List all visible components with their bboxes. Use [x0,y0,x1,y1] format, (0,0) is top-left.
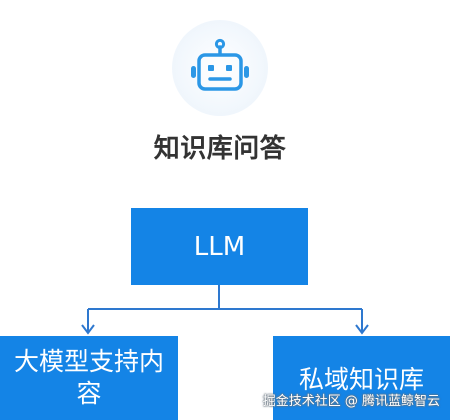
node-private-knowledge-base: 私域知识库 [273,336,450,420]
node-private-knowledge-base-label: 私域知识库 [298,365,424,394]
robot-icon-halo [172,20,268,116]
robot-icon [191,38,249,91]
node-model-content-label: 大模型支持内容 [13,347,164,408]
node-model-content: 大模型支持内容 [0,336,178,420]
node-llm: LLM [131,208,308,285]
arrowhead-left [81,324,95,335]
node-llm-label: LLM [193,231,246,262]
watermark-text: 掘金技术社区 @ 腾讯蓝鲸智云 [262,394,440,409]
page-title: 知识库问答 [153,134,287,164]
arrowhead-right [355,324,369,335]
